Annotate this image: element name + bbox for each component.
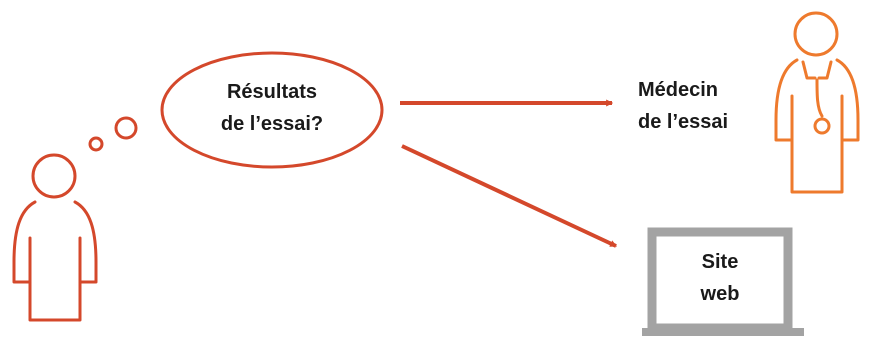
patient-head bbox=[31, 153, 77, 199]
website-label-line2: web bbox=[700, 283, 740, 305]
thought-dot-small bbox=[88, 136, 104, 152]
doctor-body bbox=[774, 58, 860, 194]
doctor-label: Médecin de l’essai bbox=[638, 79, 728, 133]
stethoscope-icon bbox=[801, 60, 833, 118]
arrow-to-website bbox=[401, 144, 618, 248]
thought-bubble-outline bbox=[160, 51, 384, 169]
laptop-screen-frame bbox=[647, 227, 793, 333]
laptop-base bbox=[642, 328, 804, 336]
bubble-text-line2: de l’essai? bbox=[221, 113, 323, 135]
thought-dot-large bbox=[114, 116, 138, 140]
doctor-head bbox=[793, 11, 839, 57]
patient-person-icon bbox=[12, 153, 98, 322]
doctor-label-line1: Médecin bbox=[638, 79, 718, 101]
laptop-icon: Site web bbox=[642, 227, 804, 336]
patient-body bbox=[12, 200, 98, 322]
bubble-text-line1: Résultats bbox=[227, 81, 317, 103]
thought-dots bbox=[88, 116, 138, 152]
doctor-label-line2: de l’essai bbox=[638, 111, 728, 133]
website-label-line1: Site bbox=[702, 251, 739, 273]
stethoscope-chestpiece bbox=[813, 117, 831, 135]
doctor-with-stethoscope-icon bbox=[774, 11, 860, 194]
thought-bubble: Résultats de l’essai? bbox=[160, 51, 384, 169]
